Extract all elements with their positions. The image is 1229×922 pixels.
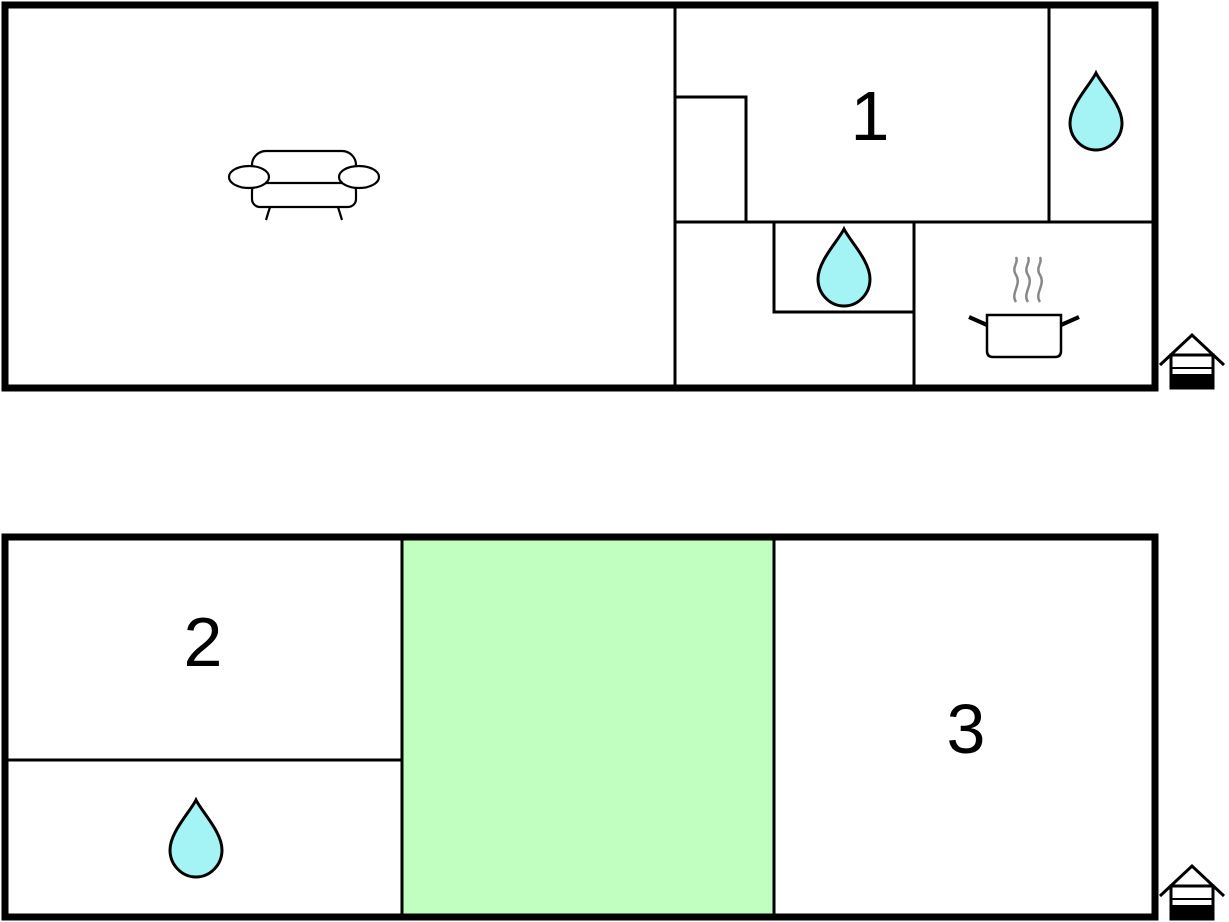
house-entrance-icon bbox=[1158, 332, 1226, 390]
lower-floor: 2 3 bbox=[1, 533, 1226, 921]
upper-floor-walls bbox=[673, 5, 1155, 388]
outdoor-area bbox=[402, 537, 774, 917]
water-drop-icon bbox=[1068, 71, 1124, 152]
house-entrance-icon bbox=[1158, 863, 1226, 921]
sofa-icon bbox=[227, 149, 381, 221]
steam-icon bbox=[1013, 256, 1043, 303]
room-number-2: 2 bbox=[184, 603, 223, 681]
water-drop-icon bbox=[168, 798, 224, 879]
cooking-pot-icon bbox=[968, 256, 1080, 359]
lower-floor-outline bbox=[1, 533, 1159, 921]
upper-floor: 1 bbox=[1, 1, 1226, 392]
room-number-1: 1 bbox=[851, 77, 890, 155]
lower-floor-walls bbox=[5, 537, 776, 917]
room-number-3: 3 bbox=[947, 690, 986, 768]
upper-floor-outline bbox=[1, 1, 1159, 392]
water-drop-icon bbox=[816, 227, 872, 308]
